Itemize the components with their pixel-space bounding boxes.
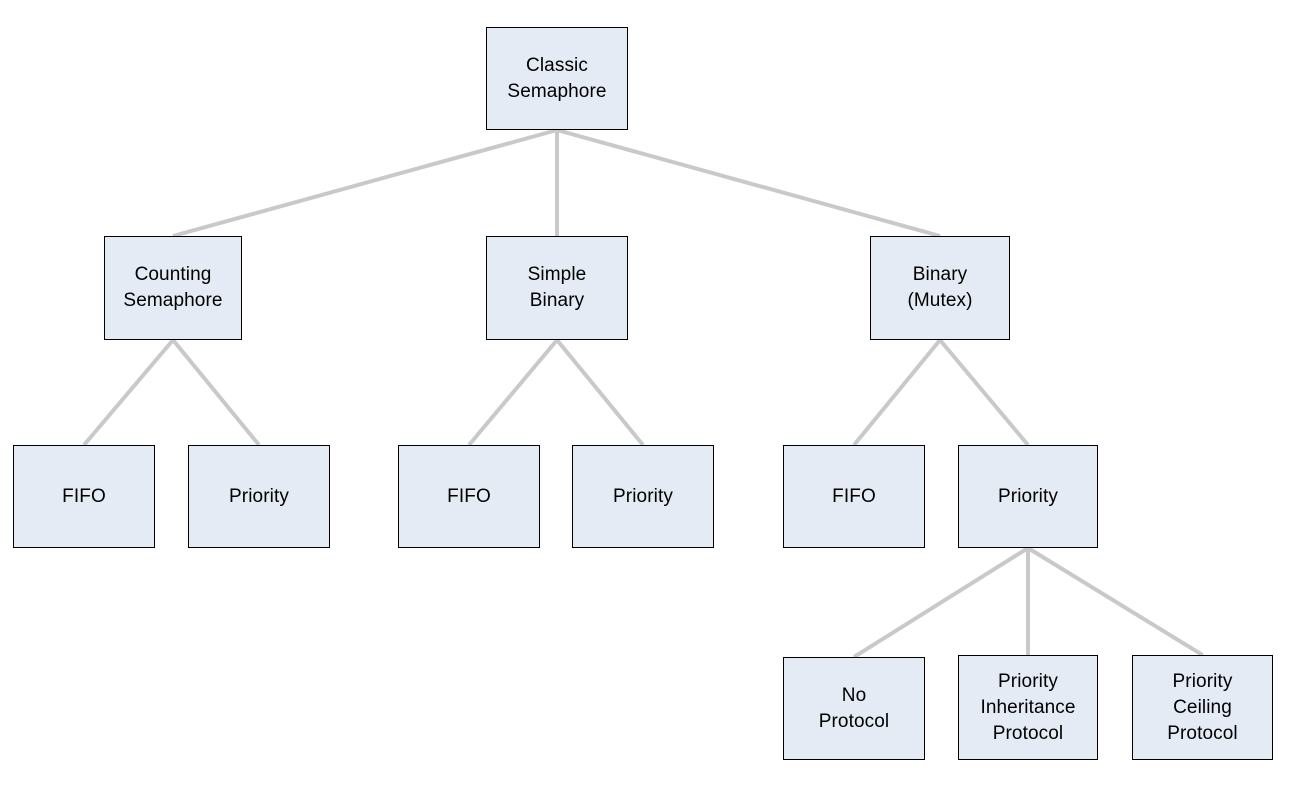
node-label-simple-binary-priority: Priority (613, 485, 673, 507)
node-label-simple-binary-fifo: FIFO (447, 485, 491, 507)
node-label-priority-ceiling-protocol: Priority Ceiling Protocol (1167, 670, 1238, 744)
edge-simple-binary-priority (555, 338, 645, 447)
node-label-mutex-priority: Priority (998, 485, 1058, 507)
node-counting-fifo[interactable]: FIFO (13, 445, 155, 548)
node-label-mutex-fifo: FIFO (832, 485, 876, 507)
node-simple-binary-priority[interactable]: Priority (572, 445, 714, 548)
edge-mutex-fifo (852, 338, 942, 447)
edge-priority-ceiling (1026, 546, 1204, 657)
node-priority-inheritance-protocol[interactable]: Priority Inheritance Protocol (958, 655, 1098, 760)
node-simple-binary-fifo[interactable]: FIFO (398, 445, 540, 548)
node-priority-ceiling-protocol[interactable]: Priority Ceiling Protocol (1132, 655, 1273, 760)
node-binary-mutex[interactable]: Binary (Mutex) (870, 236, 1010, 340)
node-label-counting-semaphore: Counting Semaphore (123, 264, 223, 311)
node-simple-binary[interactable]: Simple Binary (486, 236, 628, 340)
edge-simple-binary-fifo (467, 338, 559, 447)
edge-classic-counting (172, 128, 558, 238)
node-label-simple-binary: Simple Binary (527, 264, 587, 311)
edge-classic-binary-mutex (556, 128, 941, 238)
node-label-no-protocol: No Protocol (818, 684, 890, 732)
node-counting-priority[interactable]: Priority (188, 445, 330, 548)
node-counting-semaphore[interactable]: Counting Semaphore (104, 236, 242, 340)
node-label-priority-inheritance-protocol: Priority Inheritance Protocol (980, 670, 1076, 744)
node-no-protocol[interactable]: No Protocol (783, 657, 925, 760)
edge-mutex-priority (938, 338, 1030, 447)
node-mutex-fifo[interactable]: FIFO (783, 445, 925, 548)
edge-counting-fifo (82, 338, 175, 447)
node-label-binary-mutex: Binary (Mutex) (907, 264, 973, 311)
edge-priority-no-protocol (852, 546, 1030, 659)
node-classic-semaphore[interactable]: Classic Semaphore (486, 27, 628, 130)
node-label-counting-fifo: FIFO (62, 485, 106, 507)
node-label-counting-priority: Priority (229, 485, 289, 507)
edge-counting-priority (171, 338, 261, 447)
node-label-classic-semaphore: Classic Semaphore (507, 54, 607, 102)
node-mutex-priority[interactable]: Priority (958, 445, 1098, 548)
